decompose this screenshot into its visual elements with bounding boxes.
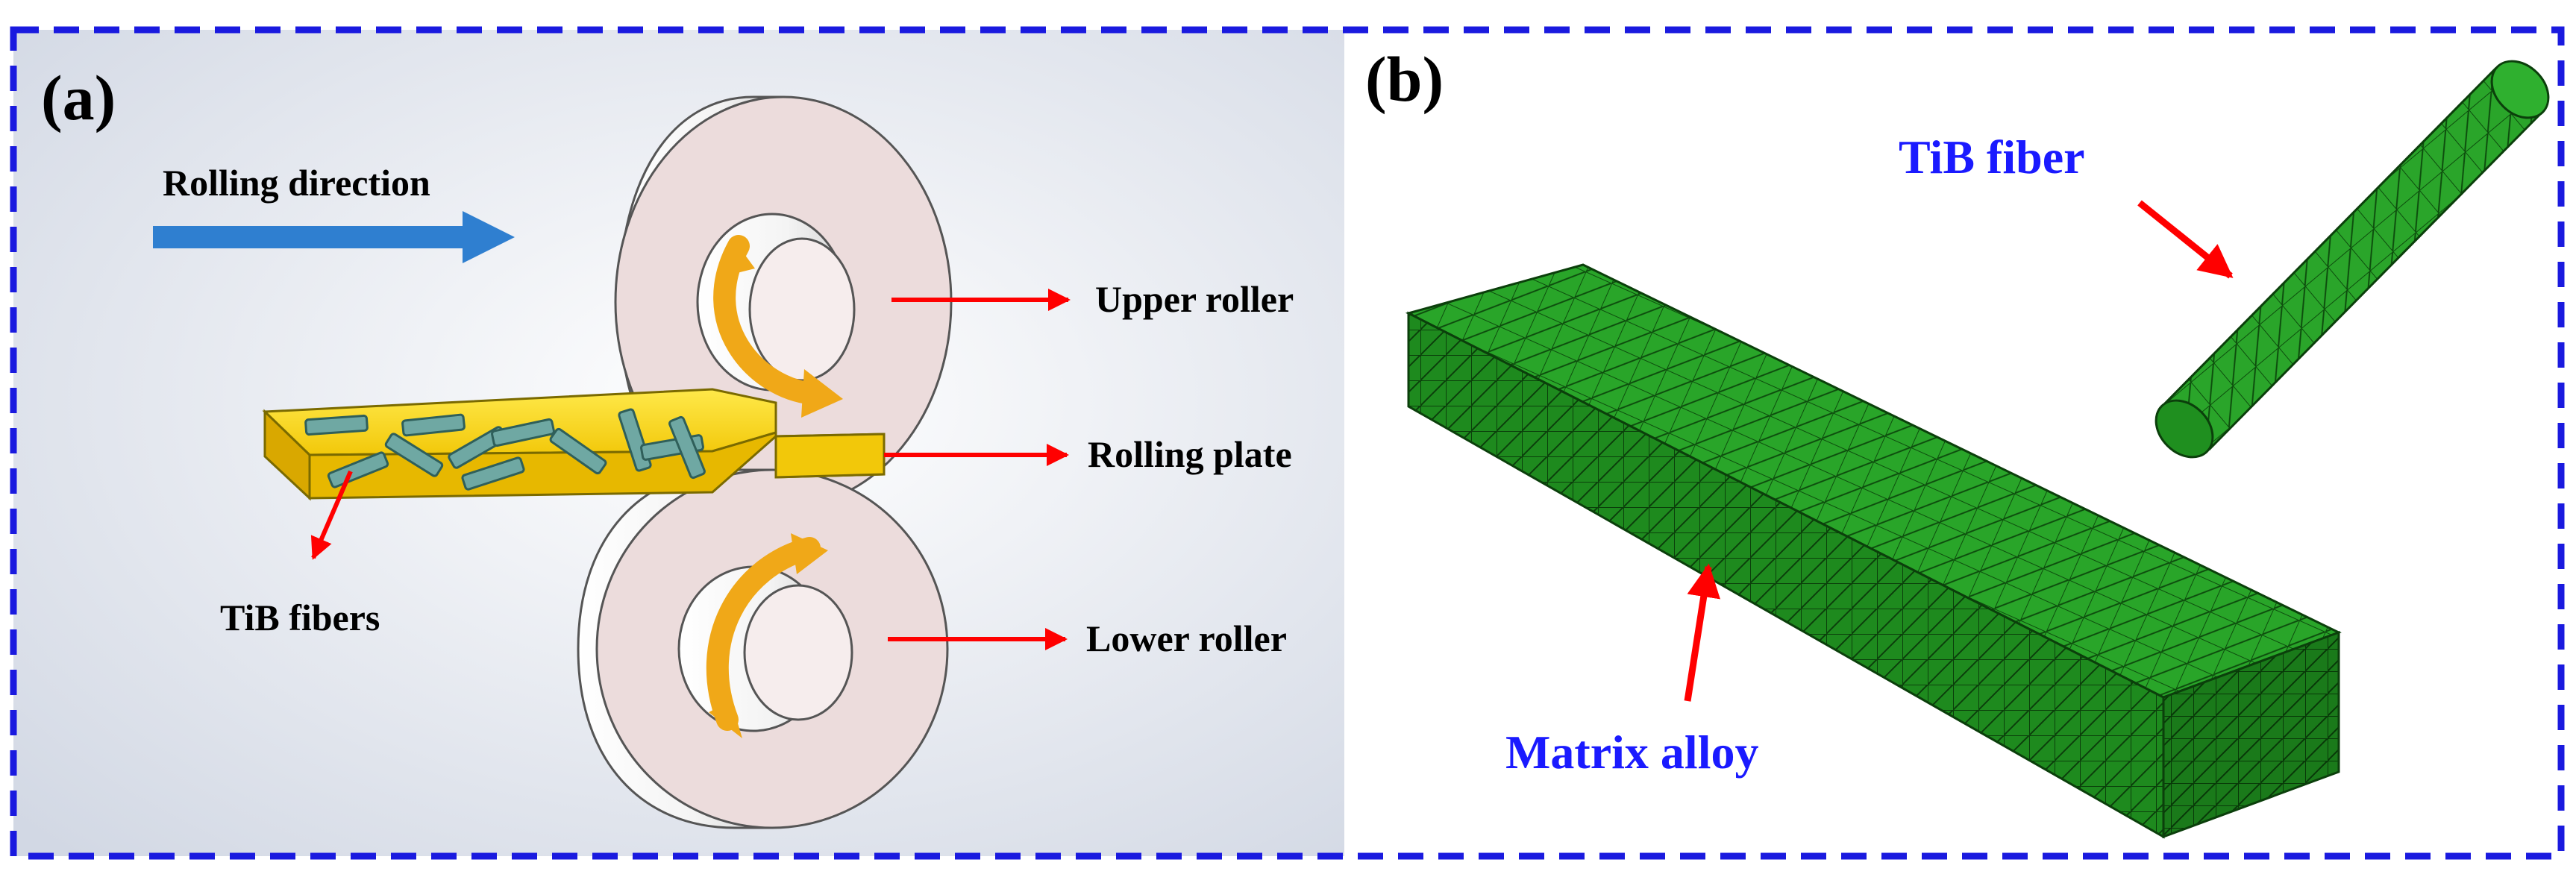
panel-a-label: (a) — [41, 62, 116, 133]
rolling-plate-label: Rolling plate — [1088, 433, 1292, 475]
tib-fiber — [401, 413, 466, 437]
matrix-alloy-label: Matrix alloy — [1505, 726, 1758, 779]
tib-fibers-callout-arrow — [310, 470, 353, 560]
tib-fiber-callout-arrow — [2137, 200, 2234, 279]
tib-fiber — [491, 418, 555, 447]
tib-fiber — [461, 456, 525, 491]
tib-fiber — [384, 433, 444, 477]
lower-roller-label: Lower roller — [1086, 618, 1287, 659]
tib-fiber-label: TiB fiber — [1899, 131, 2085, 183]
tib-fiber-mesh — [2154, 60, 2550, 459]
matrix-side-face — [2162, 630, 2340, 839]
dashed-frame-border — [10, 26, 2565, 860]
tib-fiber — [549, 427, 607, 475]
tib-fibers-label: TiB fibers — [220, 597, 380, 638]
panel-a: (a) Rolling direction — [41, 62, 1294, 829]
lower-roller — [577, 468, 949, 829]
panel-b-label: (b) — [1365, 43, 1444, 115]
tib-fiber — [668, 415, 706, 480]
panel-b: (b) TiB fiber Matrix alloy — [1365, 43, 2550, 839]
rolling-direction-label: Rolling direction — [163, 162, 430, 204]
tib-fiber — [327, 451, 389, 488]
upper-roller-label: Upper roller — [1095, 278, 1294, 320]
matrix-alloy-mesh — [1405, 263, 2342, 839]
rolling-direction-arrow-icon — [153, 211, 515, 263]
matrix-alloy-callout-arrow — [1684, 563, 1721, 702]
tib-fiber — [304, 414, 369, 436]
tib-fibers-group — [304, 408, 706, 491]
lower-rotation-arrow-icon — [706, 533, 828, 738]
upper-rotation-arrow-icon — [713, 235, 843, 418]
